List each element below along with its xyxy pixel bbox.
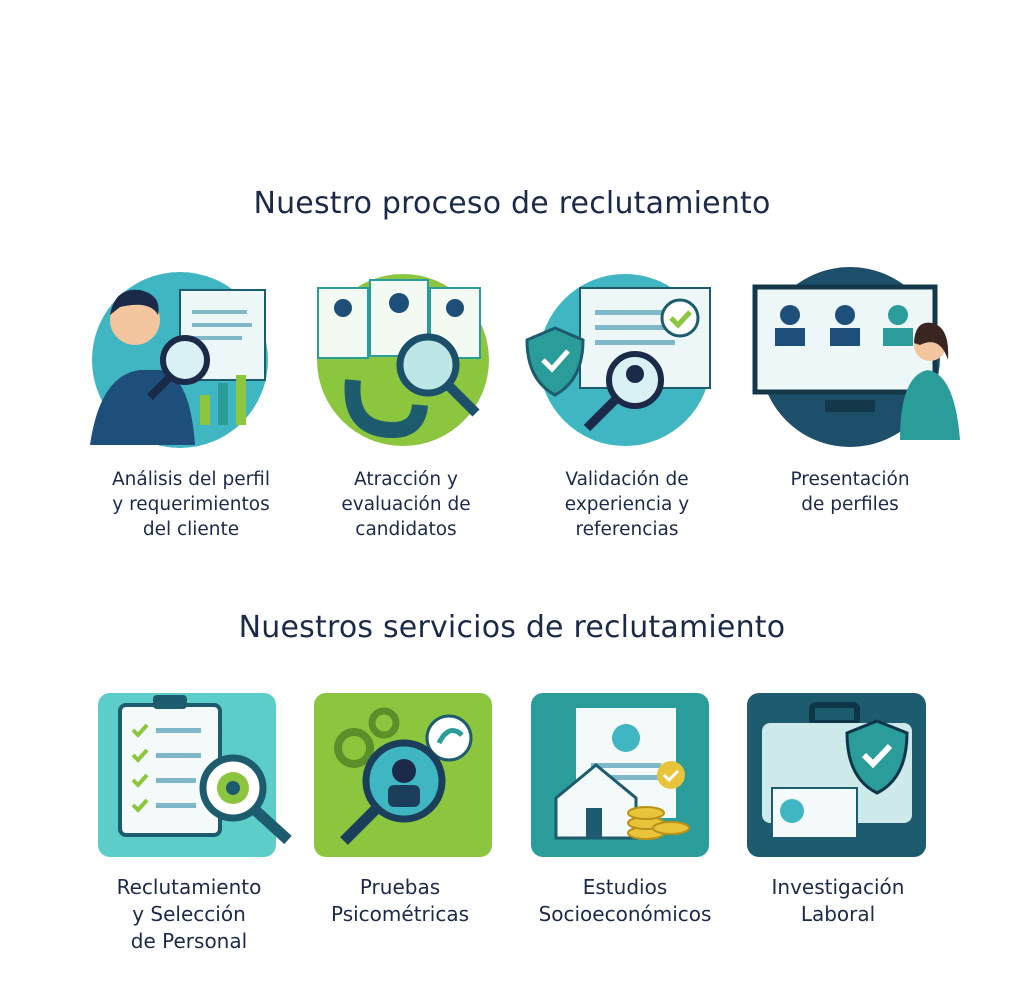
label-line: Presentación	[790, 469, 910, 490]
label-line: Análisis del perfil	[112, 469, 270, 490]
label-line: Estudios	[582, 875, 668, 899]
analyst-magnifier-icon	[90, 272, 268, 448]
label-line: de Personal	[130, 929, 248, 953]
magnet-candidates-icon	[317, 274, 489, 446]
label-line: candidatos	[355, 519, 457, 540]
process-step-1-label: Análisis del perfil y requerimientos del c…	[76, 467, 306, 542]
label-line: del cliente	[142, 519, 240, 540]
label-line: referencias	[575, 519, 679, 540]
label-line: Socioeconómicos	[538, 902, 712, 926]
process-step-4-label: Presentación de perfiles	[735, 467, 965, 517]
presentation-screen-icon	[752, 267, 960, 447]
label-line: Pruebas	[359, 875, 441, 899]
process-step-3-label: Validación de experiencia y referencias	[512, 467, 742, 542]
label-line: Investigación	[771, 875, 905, 899]
label-line: Reclutamiento	[116, 875, 262, 899]
label-line: Validación de	[565, 469, 689, 490]
psychometric-gears-icon	[314, 693, 492, 857]
services-title: Nuestros servicios de reclutamiento	[238, 610, 786, 645]
label-line: Psicométricas	[331, 902, 469, 926]
process-step-2-label: Atracción y evaluación de candidatos	[291, 467, 521, 542]
shield-validation-icon	[525, 274, 711, 446]
label-line: evaluación de	[341, 494, 471, 515]
house-coins-icon	[531, 693, 709, 857]
clipboard-target-icon	[98, 693, 292, 857]
label-line: y Selección	[132, 902, 246, 926]
process-title: Nuestro proceso de reclutamiento	[253, 186, 771, 221]
service-1-label: Reclutamiento y Selección de Personal	[69, 874, 309, 955]
label-line: Atracción y	[354, 469, 458, 490]
label-line: y requerimientos	[112, 494, 270, 515]
briefcase-shield-icon	[747, 693, 926, 857]
label-line: experiencia y	[564, 494, 690, 515]
label-line: Laboral	[800, 902, 876, 926]
label-line: de perfiles	[801, 494, 899, 515]
